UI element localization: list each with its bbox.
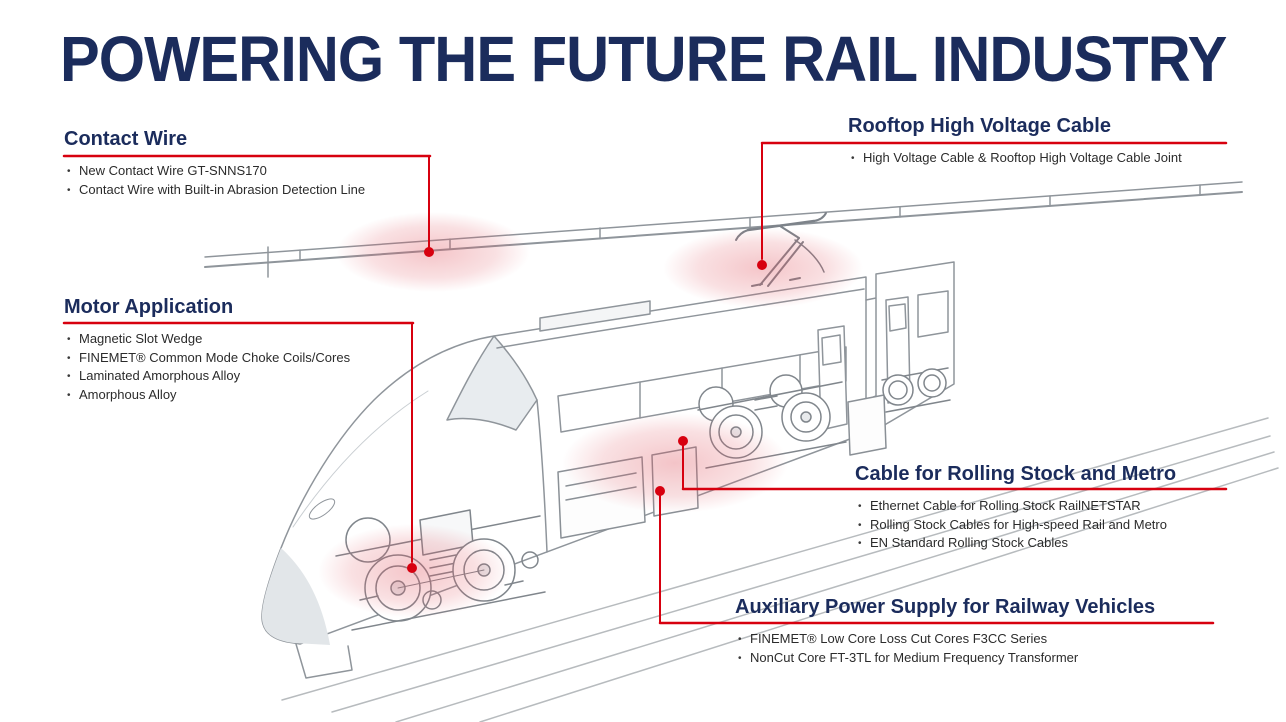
callout-item: NonCut Core FT-3TL for Medium Frequency … <box>735 649 1155 667</box>
callout-title: Contact Wire <box>64 128 188 150</box>
marker-dot <box>424 247 434 257</box>
roof-equipment-box <box>539 300 651 332</box>
page-title: POWERING THE FUTURE RAIL INDUSTRY <box>60 23 1227 95</box>
leader-lines <box>62 141 1228 625</box>
callout-title: Rooftop High Voltage Cable <box>848 115 1111 137</box>
callout-auxiliary-power-supply: Auxiliary Power Supply for Railway Vehic… <box>735 595 1155 667</box>
callout-item: EN Standard Rolling Stock Cables <box>855 534 1176 553</box>
callout-title: Cable for Rolling Stock and Metro <box>855 463 1177 485</box>
headlight <box>308 498 336 520</box>
nose-accent-line <box>292 390 429 528</box>
front-skirt <box>295 643 353 679</box>
callout-item: FINEMET® Common Mode Choke Coils/Cores <box>64 349 350 367</box>
second-car-window <box>917 290 949 338</box>
callout-item: Laminated Amorphous Alloy <box>64 367 350 386</box>
callout-contact-wire: Contact Wire New Contact Wire GT-SNNS170… <box>64 127 365 199</box>
callout-item-list: Ethernet Cable for Rolling Stock RailNET… <box>855 497 1176 553</box>
callout-item-list: New Contact Wire GT-SNNS170 Contact Wire… <box>64 162 365 200</box>
nose-shading <box>261 548 330 645</box>
callout-item: New Contact Wire GT-SNNS170 <box>64 162 365 181</box>
callout-item: Ethernet Cable for Rolling Stock RailNET… <box>855 497 1176 516</box>
callout-item: Amorphous Alloy <box>64 386 350 404</box>
cab-pillar <box>536 399 548 553</box>
callout-rooftop-high-voltage-cable: Rooftop High Voltage Cable High Voltage … <box>848 114 1182 168</box>
callout-title: Motor Application <box>64 296 234 318</box>
callout-cable-for-rolling-stock-and-metro: Cable for Rolling Stock and Metro Ethern… <box>855 462 1176 553</box>
marker-dot <box>655 486 665 496</box>
marker-dot <box>407 563 417 573</box>
marker-dots <box>407 247 767 573</box>
callout-item: FINEMET® Low Core Loss Cut Cores F3CC Se… <box>735 630 1155 649</box>
callout-item-list: High Voltage Cable & Rooftop High Voltag… <box>848 149 1182 168</box>
marker-dot <box>678 436 688 446</box>
highlight-underfloor <box>562 413 788 513</box>
rear-bogie <box>881 367 951 413</box>
callout-item: Contact Wire with Built-in Abrasion Dete… <box>64 181 365 199</box>
windshield <box>446 335 538 431</box>
callout-item: High Voltage Cable & Rooftop High Voltag… <box>848 149 1182 168</box>
callout-motor-application: Motor Application Magnetic Slot Wedge FI… <box>64 295 350 404</box>
marker-dot <box>757 260 767 270</box>
callout-item: Magnetic Slot Wedge <box>64 330 350 349</box>
callout-title: Auxiliary Power Supply for Railway Vehic… <box>735 596 1156 618</box>
callout-item-list: Magnetic Slot Wedge FINEMET® Common Mode… <box>64 330 350 405</box>
callout-item-list: FINEMET® Low Core Loss Cut Cores F3CC Se… <box>735 630 1155 668</box>
callout-item: Rolling Stock Cables for High-speed Rail… <box>855 516 1176 534</box>
